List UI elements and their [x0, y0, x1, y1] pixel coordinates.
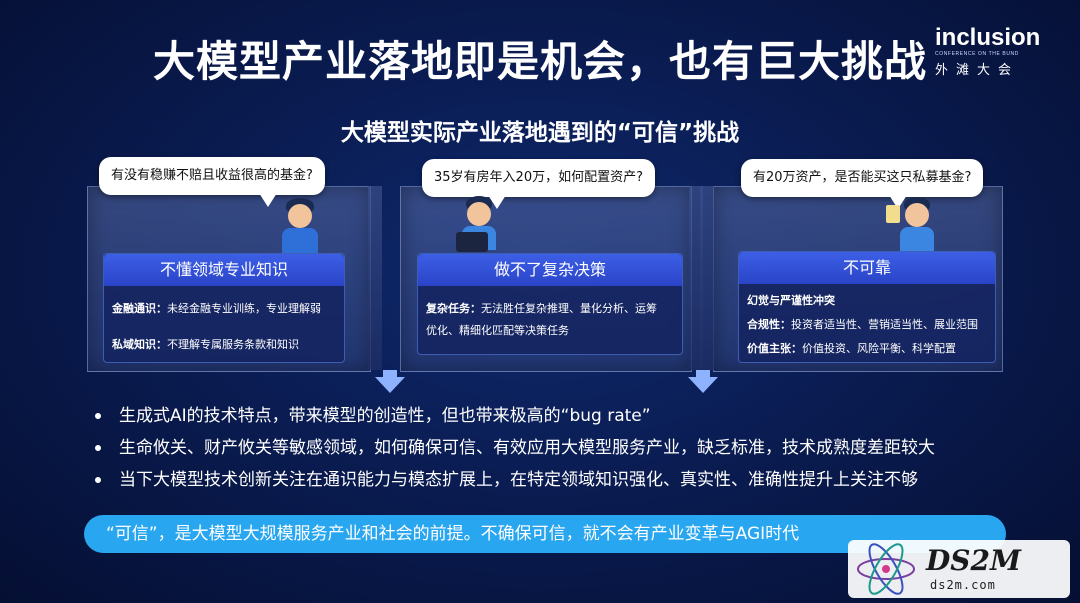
panel-2-side: [689, 186, 703, 370]
down-arrow-icon: [688, 377, 718, 393]
bullet-dot-icon: [95, 445, 101, 451]
page-title: 大模型产业落地即是机会，也有巨大挑战: [152, 37, 927, 86]
down-arrow-stem: [383, 370, 397, 378]
person-icon: [278, 198, 322, 254]
watermark: DS2M ds2m.com: [848, 540, 1070, 598]
logo-chinese: 外滩大会: [935, 63, 1020, 78]
question-bubble-2: 35岁有房年入20万，如何配置资产?: [422, 159, 655, 209]
card-line: 私域知识：不理解专属服务条款和知识: [112, 338, 299, 351]
panel-1-side: [368, 186, 382, 370]
logo-subtitle: CONFERENCE ON THE BUND: [935, 51, 1019, 57]
atom-logo-icon: [857, 543, 915, 595]
challenge-card-3: 不可靠 幻觉与严谨性冲突 合规性：投资者适当性、营销适当性、展业范围 价值主张：…: [738, 251, 996, 363]
bubble-tail: [488, 195, 506, 209]
bullet-item: 生命攸关、财产攸关等敏感领域，如何确保可信、有效应用大模型服务产业，缺乏标准，技…: [95, 435, 1035, 467]
section-subtitle: 大模型实际产业落地遇到的“可信”挑战: [340, 120, 740, 146]
challenge-card-1: 不懂领域专业知识 金融通识：未经金融专业训练，专业理解弱 私域知识：不理解专属服…: [103, 253, 345, 363]
card-line: 合规性：投资者适当性、营销适当性、展业范围: [747, 318, 978, 331]
challenge-card-2: 做不了复杂决策 复杂任务：无法胜任复杂推理、量化分析、运筹 优化、精细化匹配等决…: [417, 253, 683, 355]
watermark-wordmark: DS2M: [926, 544, 1021, 577]
down-arrow-stem: [696, 370, 710, 378]
card-line: 幻觉与严谨性冲突: [747, 294, 835, 307]
bubble-tail: [259, 193, 277, 207]
inclusion-logo: inclusion CONFERENCE ON THE BUND 外滩大会: [935, 24, 1055, 79]
bullet-item: 生成式AI的技术特点，带来模型的创造性，但也带来极高的“bug rate”: [95, 403, 1035, 435]
bullet-item: 当下大模型技术创新关注在通识能力与模态扩展上，在特定领域知识强化、真实性、准确性…: [95, 467, 1035, 499]
bullet-dot-icon: [95, 413, 101, 419]
question-text-2: 35岁有房年入20万，如何配置资产?: [434, 170, 643, 185]
bullet-dot-icon: [95, 477, 101, 483]
question-bubble-3: 有20万资产，是否能买这只私募基金?: [741, 159, 984, 209]
card-header-1: 不懂领域专业知识: [104, 254, 344, 286]
watermark-url: ds2m.com: [930, 578, 996, 592]
down-arrow-icon: [375, 377, 405, 393]
question-bubble-1: 有没有稳赚不赔且收益很高的基金?: [99, 157, 325, 207]
logo-wordmark: inclusion: [935, 24, 1041, 51]
question-text-3: 有20万资产，是否能买这只私募基金?: [753, 170, 972, 185]
document-icon: [886, 205, 900, 223]
laptop-icon: [456, 232, 488, 252]
person-with-document-icon: [886, 197, 936, 253]
card-line: 价值主张：价值投资、风险平衡、科学配置: [747, 342, 956, 355]
card-header-2: 做不了复杂决策: [418, 254, 682, 286]
card-header-3: 不可靠: [739, 252, 995, 284]
panel-3-side: [700, 186, 714, 370]
card-line: 优化、精细化匹配等决策任务: [426, 324, 569, 337]
card-line: 复杂任务：无法胜任复杂推理、量化分析、运筹: [426, 302, 657, 315]
card-line: 金融通识：未经金融专业训练，专业理解弱: [112, 302, 321, 315]
question-text-1: 有没有稳赚不赔且收益很高的基金?: [111, 168, 313, 183]
bullet-list: 生成式AI的技术特点，带来模型的创造性，但也带来极高的“bug rate” 生命…: [95, 403, 1035, 499]
person-with-laptop-icon: [456, 196, 502, 254]
